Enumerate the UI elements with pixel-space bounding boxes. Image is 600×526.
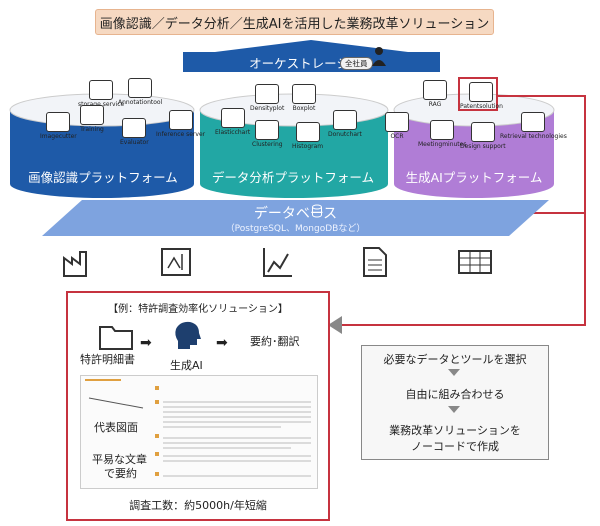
database-subtitle: （PostgreSQL、MongoDBなど） (225, 224, 366, 234)
document-icon (362, 246, 388, 282)
folder-icon (98, 323, 134, 355)
label-plain-summary-2: で要約 (104, 467, 137, 480)
densityplot-icon[interactable]: Densityplot (250, 84, 284, 112)
example-footer: 調査工数：約5000h/年短縮 (129, 499, 267, 512)
donutchart-icon[interactable]: Donutchart (328, 110, 362, 138)
database-bar-shape (42, 200, 549, 236)
solution-banner: 画像認識／データ分析／生成AIを活用した業務改革ソリューション (95, 9, 494, 35)
arrow-right-icon: ➡ (140, 335, 152, 351)
elasticchart-icon[interactable]: Elasticchart (215, 108, 250, 136)
boxplot-icon[interactable]: Boxplot (292, 84, 316, 112)
storage-service-icon[interactable]: storage service (78, 80, 124, 108)
flow-step-2: 自由に組み合わせる (405, 388, 505, 401)
histogram-icon[interactable]: Histogram (292, 122, 323, 150)
retrieval-technologies-icon[interactable]: Retrieval technologies (500, 112, 567, 140)
database-title: データベース (253, 206, 338, 222)
label-plain-summary-1: 平易な文章 (92, 453, 147, 466)
flow-step-1: 必要なデータとツールを選択 (383, 353, 527, 366)
platform-label-image: 画像認識プラットフォーム (28, 169, 178, 185)
blueprint-icon (160, 246, 194, 282)
flow-step-3a: 業務改革ソリューションを (389, 424, 521, 437)
example-title: 【例：特許調査効率化ソリューション】 (108, 304, 288, 315)
arrow-right-icon: ➡ (216, 335, 228, 351)
down-arrow-icon (448, 369, 460, 376)
table-icon (458, 250, 492, 278)
orchestration-bar: オーケストレーション (183, 52, 440, 72)
inference-server-icon[interactable]: Inference server (156, 110, 205, 138)
evaluator-icon[interactable]: Evaluator (120, 118, 149, 146)
platform-label-data: データ分析プラットフォーム (211, 169, 375, 185)
person-icon (372, 46, 386, 66)
training-icon[interactable]: Training (80, 105, 104, 133)
down-arrow-icon (448, 406, 460, 413)
result-preview (80, 375, 318, 489)
ai-head-icon (172, 319, 202, 355)
ocr-icon[interactable]: OCR (385, 112, 409, 140)
flow-panel: 必要なデータとツールを選択 自由に組み合わせる 業務改革ソリューションを ノーコ… (361, 345, 549, 460)
factory-icon (62, 246, 96, 282)
all-staff-badge: 全社員 (340, 57, 373, 70)
clustering-icon[interactable]: Clustering (252, 120, 283, 148)
flow-step-3b: ノーコードで作成 (411, 440, 499, 453)
result-preview-lines (85, 379, 311, 477)
step-summary-translate: 要約･翻訳 (250, 335, 300, 348)
label-representative-figure: 代表図面 (94, 421, 138, 434)
example-panel: 【例：特許調査効率化ソリューション】 特許明細書 ➡ 生成AI ➡ 要約･翻訳 (66, 291, 330, 521)
design-support-icon[interactable]: Design support (460, 122, 506, 150)
imagecutter-icon[interactable]: Imagecutter (40, 112, 77, 140)
line-chart-icon (262, 246, 294, 282)
database-icon (312, 203, 322, 222)
rag-icon[interactable]: RAG (423, 80, 447, 108)
step-genai: 生成AI (170, 359, 203, 372)
step-patent-spec: 特許明細書 (80, 353, 135, 366)
meetingminutes-icon[interactable]: Meetingminutes (418, 120, 466, 148)
database-bar: データベース （PostgreSQL、MongoDBなど） (42, 200, 549, 236)
platform-label-genai: 生成AIプラットフォーム (405, 169, 543, 185)
patentsolution-icon[interactable]: Patentsolution (460, 82, 503, 110)
annotationtool-icon[interactable]: Annotationtool (118, 78, 162, 106)
